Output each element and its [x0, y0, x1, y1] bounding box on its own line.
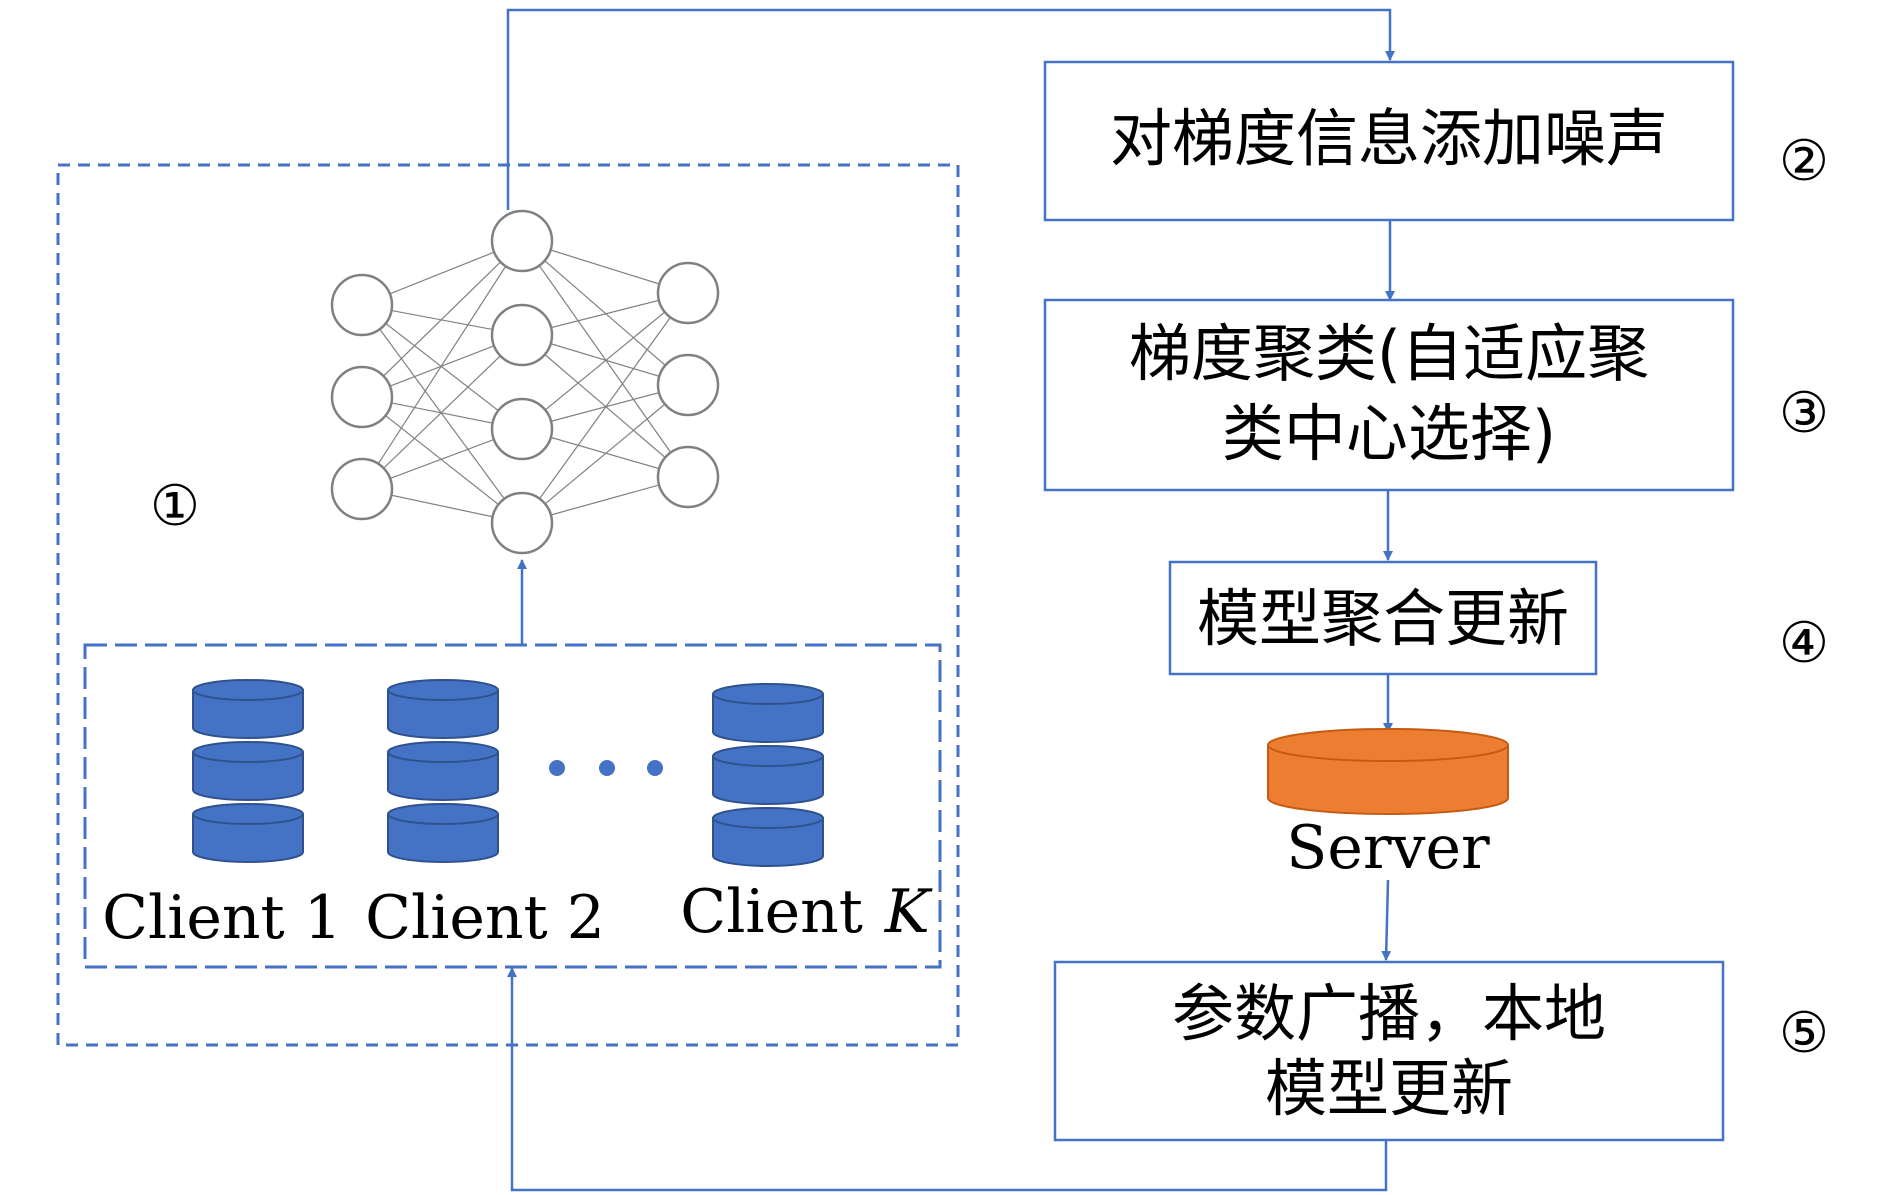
neuron-node — [656, 261, 720, 325]
network-edge — [521, 240, 689, 478]
network-edge — [361, 334, 523, 490]
step-5-label-line-2: 模型更新 — [1265, 1052, 1513, 1125]
database-disk-top — [387, 741, 499, 763]
client-k-index: K — [884, 877, 933, 947]
step-4-label: 模型聚合更新 — [1197, 582, 1569, 655]
server-to-broadcast-arrow — [1381, 879, 1392, 961]
database-disk — [192, 752, 304, 801]
network-edge — [361, 240, 523, 490]
database-disk-top — [387, 679, 499, 701]
client-k-prefix: Client — [680, 877, 863, 947]
client-databases — [192, 679, 824, 867]
neuron-node — [330, 365, 394, 429]
database-disk-top — [387, 803, 499, 825]
database-disk-top — [712, 807, 824, 829]
broadcast-to-clients-arrow — [507, 967, 1388, 1192]
step-4-box: 模型聚合更新 — [1168, 560, 1598, 676]
network-edge — [521, 292, 689, 524]
neuron-node — [656, 353, 720, 417]
network-edge — [361, 240, 523, 398]
client-database-icon — [387, 679, 499, 863]
database-disk — [712, 694, 824, 743]
database-disk-top — [712, 745, 824, 767]
database-disk-top — [192, 741, 304, 763]
ellipsis-dot — [647, 760, 663, 776]
step-2-marker: ② — [1779, 129, 1829, 194]
client-database-icon — [192, 679, 304, 863]
database-disk-top — [712, 683, 824, 705]
step-3-marker: ③ — [1779, 381, 1829, 446]
ellipsis-dot — [599, 760, 615, 776]
network-edge — [521, 334, 689, 478]
database-disk — [192, 814, 304, 863]
network-edge — [361, 304, 523, 524]
neuron-node — [490, 303, 554, 367]
database-disk — [387, 752, 499, 801]
client-1-label: Client 1 — [102, 883, 342, 953]
step-3-label-line-2: 类中心选择) — [1222, 397, 1556, 470]
server-database-icon — [1267, 728, 1509, 815]
step-2-label: 对梯度信息添加噪声 — [1110, 102, 1668, 175]
neuron-node — [490, 491, 554, 555]
step-1-marker: ① — [150, 474, 200, 539]
database-disk — [712, 818, 824, 867]
database-disk — [192, 690, 304, 739]
step-4-marker: ④ — [1779, 611, 1829, 676]
ellipsis-dot — [549, 760, 565, 776]
database-disk-top — [192, 679, 304, 701]
neuron-node — [490, 209, 554, 273]
client-k-label: Client K — [680, 877, 933, 947]
step-2-box: 对梯度信息添加噪声 — [1043, 60, 1735, 222]
local-training-group: ① Client 1 Client 2 Client K — [56, 163, 960, 1047]
connectors — [506, 8, 1395, 1192]
network-to-noise-arrow — [506, 8, 1395, 210]
database-disk — [387, 690, 499, 739]
neuron-node — [656, 445, 720, 509]
neural-network-icon — [330, 209, 720, 555]
step-5-label-line-1: 参数广播，本地 — [1172, 977, 1606, 1050]
network-edge — [361, 304, 523, 430]
network-edge — [521, 292, 689, 430]
server-label: Server — [1286, 813, 1490, 883]
step-3-label-line-1: 梯度聚类(自适应聚 — [1129, 317, 1649, 390]
client-database-icon — [712, 683, 824, 867]
database-disk-top — [192, 803, 304, 825]
client-2-label: Client 2 — [365, 883, 605, 953]
network-edge — [521, 384, 689, 524]
database-disk — [387, 814, 499, 863]
network-edge — [361, 396, 523, 524]
step-5-marker: ⑤ — [1779, 1001, 1829, 1066]
neuron-node — [330, 273, 394, 337]
neuron-node — [330, 457, 394, 521]
network-edge — [521, 240, 689, 386]
step-5-box: 参数广播，本地 模型更新 — [1053, 960, 1725, 1142]
database-disk — [712, 756, 824, 805]
neuron-node — [490, 397, 554, 461]
step-3-box: 梯度聚类(自适应聚 类中心选择) — [1043, 298, 1735, 492]
